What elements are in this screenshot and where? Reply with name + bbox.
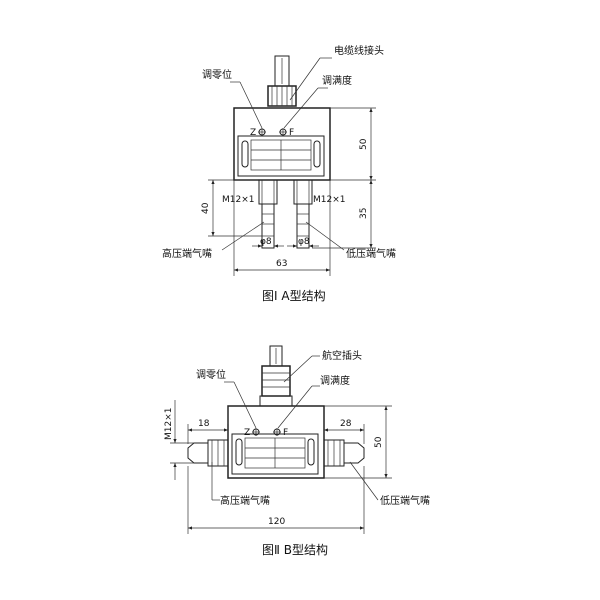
screw-slot-left-a (241, 140, 249, 168)
low-pressure-port-a (293, 179, 313, 249)
label-phi-left-a: φ8 (260, 237, 272, 247)
f-mark-b: F (283, 428, 288, 438)
label-span-adjust-a: 调满度 (322, 74, 352, 87)
dim-height-ports-a: 40 (201, 202, 211, 214)
z-mark-b: Z (244, 428, 250, 438)
caption-b: 图Ⅱ B型结构 (262, 542, 328, 557)
label-low-port-b: 低压端气嘴 (380, 494, 430, 507)
f-mark-a: F (289, 128, 294, 138)
z-mark-a: Z (250, 128, 256, 138)
dim-total-width-b: 120 (268, 517, 285, 527)
label-thread-right-a: M12×1 (313, 195, 345, 205)
body-a (233, 107, 331, 181)
aviation-plug-b (259, 345, 293, 407)
high-pressure-port-a (258, 179, 278, 249)
label-aviation-plug: 航空插头 (322, 349, 362, 362)
label-phi-right-a: φ8 (298, 237, 310, 247)
dim-height-right-a: 35 (359, 208, 369, 219)
figure-b: Z F 航空插头 调零位 调满度 高压端气嘴 低压端气嘴 (164, 345, 430, 557)
face-panel-a (237, 135, 325, 177)
dim-right-port-b: 28 (340, 419, 352, 429)
label-high-port-a: 高压端气嘴 (162, 247, 212, 260)
dim-height-b: 50 (374, 436, 384, 448)
dim-left-port-b: 18 (198, 419, 210, 429)
screw-slot-right-b (307, 438, 315, 466)
label-thread-left-a: M12×1 (222, 195, 254, 205)
label-zero-adjust-a: 调零位 (202, 68, 232, 81)
dim-width-a: 63 (276, 259, 287, 269)
figure-a: Z F 电缆线接头 调零位 调满度 M12×1 M12×1 高压 (162, 44, 396, 303)
caption-a: 图Ⅰ A型结构 (262, 288, 326, 303)
label-thread-b: M12×1 (164, 408, 174, 440)
screw-slot-left-b (235, 438, 243, 466)
dim-height-body-a: 50 (359, 138, 369, 150)
cable-connector-a (267, 55, 297, 107)
label-high-port-b: 高压端气嘴 (220, 494, 270, 507)
high-pressure-port-b (187, 439, 229, 467)
label-span-adjust-b: 调满度 (320, 374, 350, 387)
screw-slot-right-a (313, 140, 321, 168)
low-pressure-port-b (323, 439, 365, 467)
label-low-port-a: 低压端气嘴 (346, 247, 396, 260)
label-cable-connector: 电缆线接头 (334, 44, 384, 57)
label-zero-adjust-b: 调零位 (196, 368, 226, 381)
